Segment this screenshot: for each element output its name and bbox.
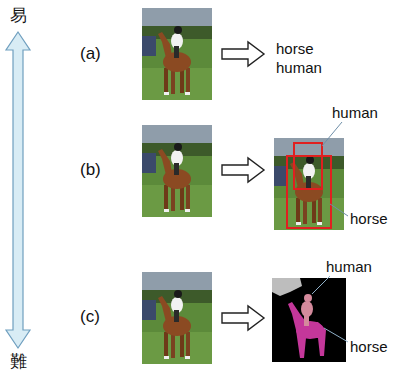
- row-label: (a): [80, 44, 101, 64]
- class-label: horse: [276, 40, 314, 57]
- class-label: human: [276, 59, 322, 76]
- object-label: horse: [350, 338, 388, 355]
- object-label: human: [326, 258, 372, 275]
- object-label: human: [332, 104, 378, 121]
- row-label: (b): [80, 160, 101, 180]
- row-label: (c): [80, 307, 100, 327]
- object-label: horse: [350, 210, 388, 227]
- scale-label: 難: [10, 352, 27, 372]
- scale-label: 易: [10, 6, 27, 26]
